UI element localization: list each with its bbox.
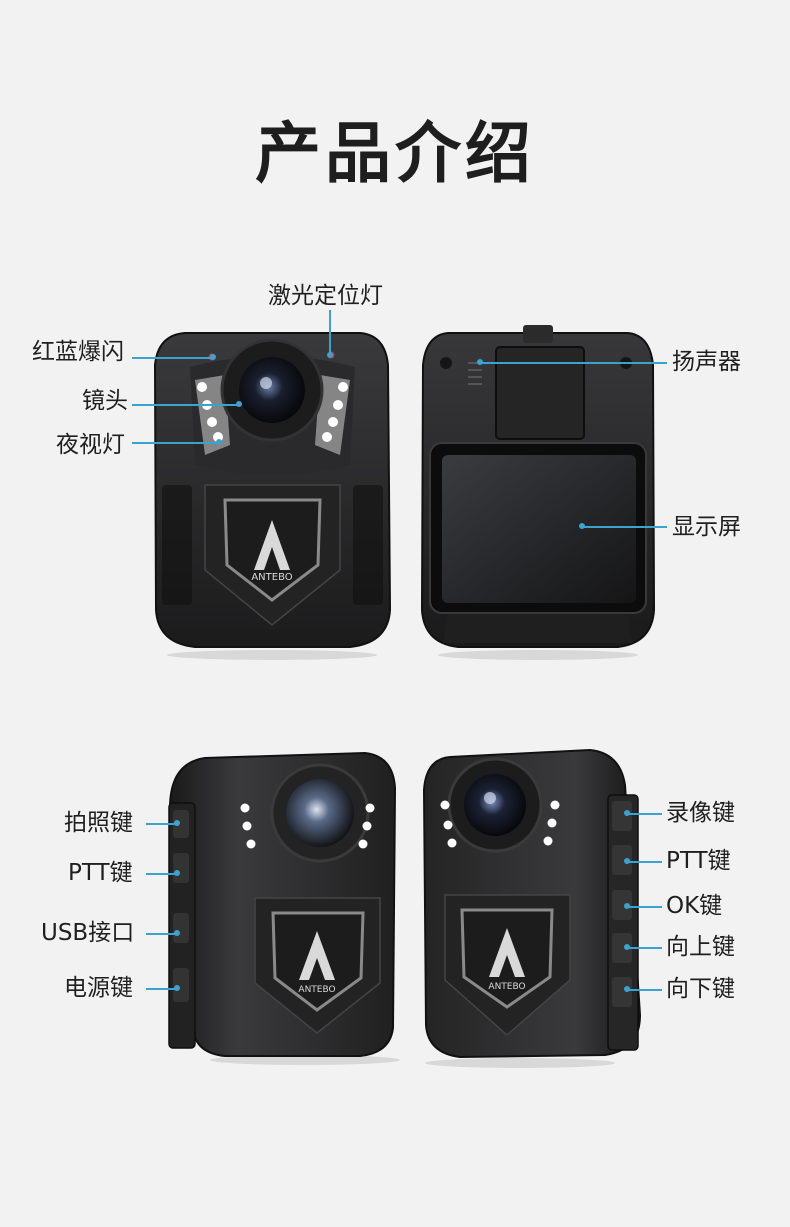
label-up-button: 向上键 (666, 934, 735, 960)
callout-line (628, 989, 662, 991)
callout-dot (477, 359, 483, 365)
label-speaker: 扬声器 (672, 349, 741, 375)
callout-line (132, 404, 238, 406)
callout-line (628, 947, 662, 949)
callout-dot (624, 986, 630, 992)
callout-dot (624, 903, 630, 909)
callout-line (132, 357, 212, 359)
callout-line (146, 988, 176, 990)
callout-line (146, 933, 176, 935)
camera-front-image: ANTEBO (153, 332, 392, 660)
label-power-button: 电源键 (64, 975, 133, 1001)
callout-line (583, 526, 667, 528)
callout-dot (174, 870, 180, 876)
brand-logo: ANTEBO (298, 985, 335, 995)
label-lens: 镜头 (82, 388, 128, 414)
callout-line (329, 310, 331, 354)
callout-dot (174, 930, 180, 936)
callout-dot (624, 944, 630, 950)
label-down-button: 向下键 (666, 976, 735, 1002)
callout-line (132, 442, 218, 444)
page-title: 产品介绍 (255, 115, 535, 192)
callout-line (628, 906, 662, 908)
callout-line (481, 362, 667, 364)
camera-left-side-image: ANTEBO (168, 751, 400, 1065)
label-flash-light: 红蓝爆闪 (32, 339, 124, 365)
label-ok-button: OK键 (666, 893, 723, 919)
callout-line (146, 823, 176, 825)
label-ptt-button: PTT键 (68, 860, 133, 886)
callout-dot (624, 810, 630, 816)
callout-dot (174, 985, 180, 991)
callout-dot (579, 523, 585, 529)
callout-dot (327, 352, 333, 358)
callout-line (628, 813, 662, 815)
camera-back-image (420, 325, 656, 660)
label-photo-button: 拍照键 (64, 810, 133, 836)
label-screen: 显示屏 (672, 514, 741, 540)
label-record-button: 录像键 (666, 800, 735, 826)
callout-line (146, 873, 176, 875)
brand-logo: ANTEBO (251, 572, 292, 583)
label-ptt-button-right: PTT键 (666, 848, 731, 874)
label-laser-light: 激光定位灯 (268, 283, 383, 309)
callout-dot (236, 401, 242, 407)
callout-dot (216, 439, 222, 445)
brand-logo: ANTEBO (488, 982, 525, 992)
camera-right-side-image: ANTEBO (422, 748, 642, 1068)
callout-dot (210, 354, 216, 360)
callout-dot (624, 858, 630, 864)
callout-dot (174, 820, 180, 826)
label-night-light: 夜视灯 (56, 432, 125, 458)
callout-line (628, 861, 662, 863)
label-usb-port: USB接口 (41, 920, 135, 946)
